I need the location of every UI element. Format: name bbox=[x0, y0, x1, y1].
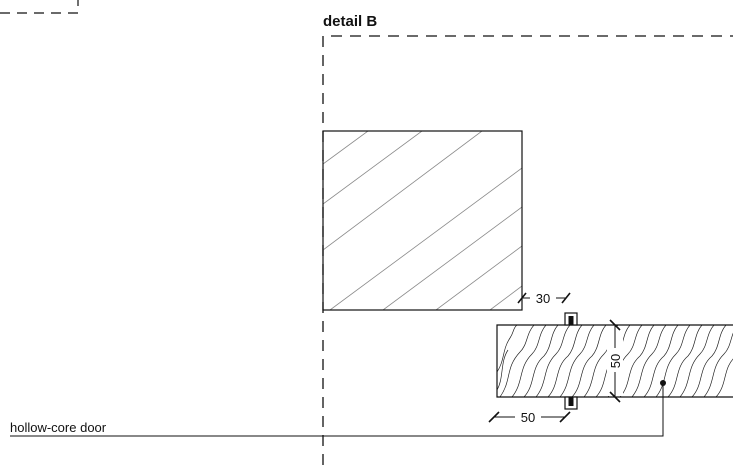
batten-top-core bbox=[568, 316, 574, 325]
batten-width-dimension: 50 bbox=[488, 409, 571, 425]
gap-dimension-label: 30 bbox=[536, 291, 550, 306]
detail-title: detail B bbox=[323, 13, 377, 30]
wall-block bbox=[322, 130, 523, 311]
detail-boundary bbox=[322, 35, 733, 465]
door-leader bbox=[10, 380, 666, 437]
block-hatching bbox=[323, 131, 522, 310]
door-thickness-dimension: 50 bbox=[607, 319, 623, 403]
previous-detail-boundary bbox=[0, 0, 79, 14]
door-thickness-label: 50 bbox=[608, 354, 623, 368]
block-outline bbox=[322, 130, 523, 311]
batten-width-label: 50 bbox=[521, 410, 535, 425]
leader-dot bbox=[660, 380, 666, 386]
batten-bottom-core bbox=[568, 397, 574, 406]
door-label: hollow-core door bbox=[10, 420, 107, 435]
gap-dimension: 30 bbox=[517, 290, 571, 306]
